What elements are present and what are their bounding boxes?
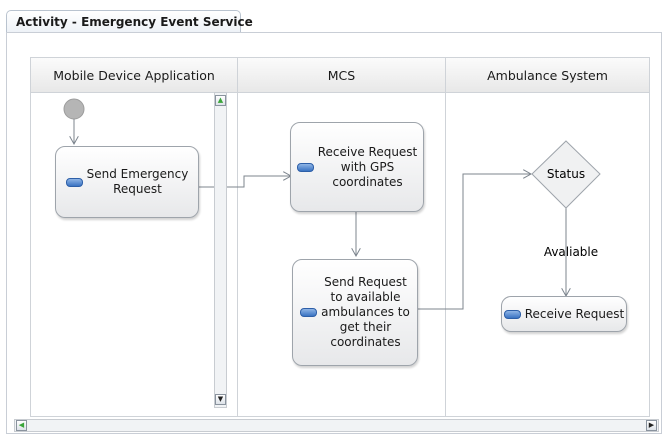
lane-header: Mobile Device Application (31, 58, 237, 93)
editor-tab[interactable]: Activity - Emergency Event Service (6, 10, 253, 32)
action-label: Receive Request with GPS coordinates (317, 144, 418, 189)
action-label: Send Emergency Request (86, 167, 189, 196)
action-icon (65, 177, 83, 187)
scroll-right-button[interactable]: ▶ (646, 420, 657, 431)
lane-header: MCS (238, 58, 445, 93)
scroll-down-button[interactable]: ▼ (215, 394, 226, 405)
edge-send-emergency-to-receive-gps[interactable] (199, 176, 291, 188)
horizontal-scrollbar[interactable]: ◀ ▶ (14, 419, 659, 432)
scroll-left-button[interactable]: ◀ (16, 420, 27, 431)
action-icon (296, 162, 314, 172)
action-receive-request[interactable]: Receive Request (501, 296, 627, 332)
diagram-canvas[interactable]: Mobile Device Application MCS Ambulance … (30, 57, 650, 417)
action-send-request-available-ambulances[interactable]: Send Request to available ambulances to … (292, 259, 418, 366)
lane-ambulance-system[interactable]: Ambulance System (446, 58, 649, 416)
action-receive-request-gps[interactable]: Receive Request with GPS coordinates (290, 122, 424, 212)
lane-header: Ambulance System (446, 58, 649, 93)
action-send-emergency-request[interactable]: Send Emergency Request (55, 146, 199, 218)
decision-label: Status (547, 167, 585, 181)
edge-label-available: Avaliable (544, 245, 598, 259)
lane-mobile-device-application[interactable]: Mobile Device Application (31, 58, 238, 416)
action-icon (300, 308, 318, 317)
vertical-scrollbar[interactable]: ▲ ▼ (214, 92, 227, 408)
decision-node-status[interactable]: Status (531, 140, 601, 209)
lane-mcs[interactable]: MCS (238, 58, 446, 416)
action-icon (503, 309, 521, 319)
action-label: Receive Request (524, 306, 625, 321)
action-label: Send Request to available ambulances to … (321, 275, 410, 349)
initial-node[interactable] (63, 98, 85, 120)
tab-title: Activity - Emergency Event Service (16, 14, 253, 29)
scroll-up-button[interactable]: ▲ (215, 95, 226, 106)
edge-send-available-to-status[interactable] (418, 174, 531, 310)
